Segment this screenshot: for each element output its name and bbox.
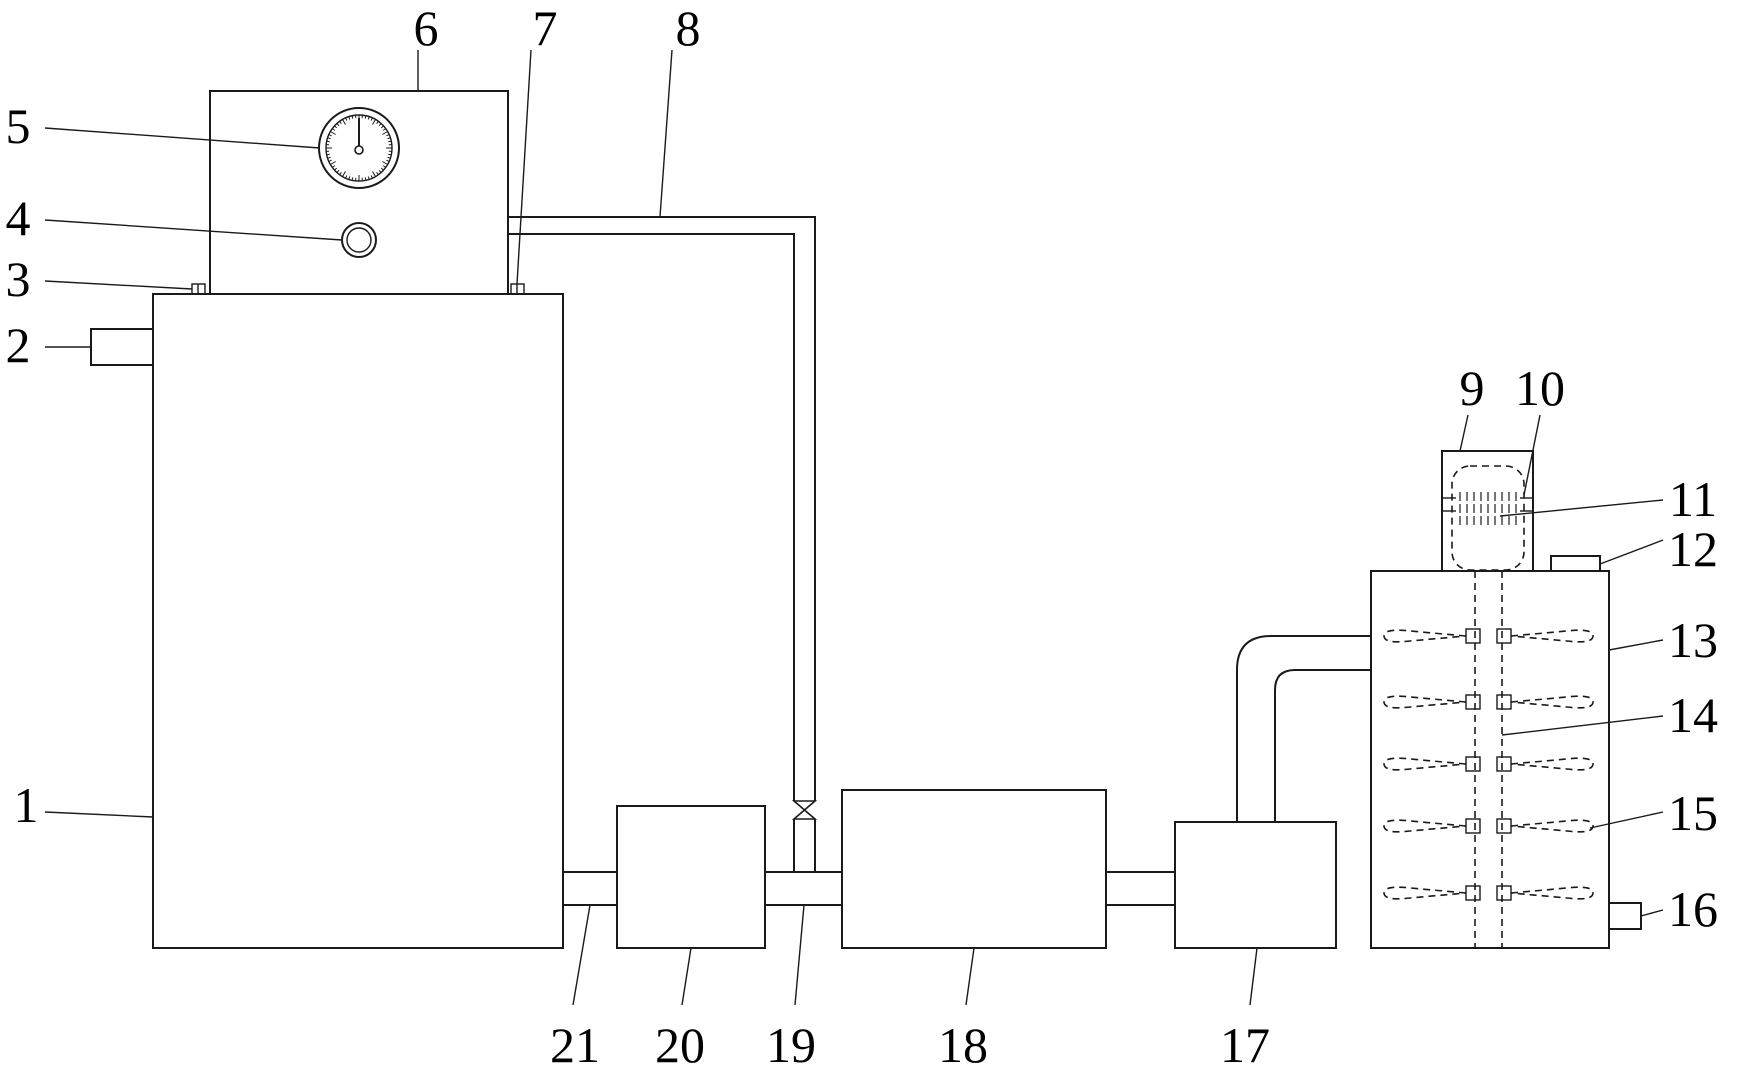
gauge-tick — [348, 176, 351, 180]
gauge-tick — [336, 169, 340, 173]
gauge-tick — [364, 115, 367, 119]
gauge-tick — [334, 125, 338, 129]
gauge-tick — [376, 171, 379, 175]
label-15: 15 — [1668, 785, 1718, 841]
gauge-tick — [388, 153, 392, 156]
gauge-tick — [376, 121, 379, 125]
side-inlet — [90, 328, 154, 366]
label-8: 8 — [676, 0, 701, 56]
gauge-tick — [386, 134, 390, 137]
blade — [1383, 885, 1594, 901]
unit-18 — [841, 789, 1107, 949]
outlet — [1608, 902, 1642, 930]
bolt-right — [510, 283, 525, 295]
mixing-tank — [1370, 570, 1610, 949]
gauge-tick — [342, 119, 346, 125]
label-5: 5 — [6, 98, 31, 154]
gauge-tick — [382, 161, 388, 165]
gauge-tick — [378, 169, 382, 173]
pipe-segment-19 — [765, 871, 842, 906]
label-7: 7 — [533, 0, 558, 56]
gauge-tick — [345, 117, 348, 121]
pressure-gauge — [318, 107, 400, 189]
unit-17 — [1174, 821, 1337, 949]
gauge-tick — [382, 165, 386, 168]
gauge-tick — [351, 115, 354, 119]
label-2: 2 — [6, 317, 31, 373]
gauge-tick — [336, 123, 340, 127]
blade — [1383, 628, 1594, 644]
gauge-tick — [386, 159, 390, 162]
stirring-blades — [1383, 628, 1594, 901]
return-pipe — [508, 216, 816, 801]
gauge-tick — [380, 167, 384, 171]
gauge-tick — [334, 167, 338, 171]
gauge-tick — [327, 137, 331, 140]
gauge-tick — [326, 153, 330, 156]
gauge-tick — [370, 117, 373, 121]
label-4: 4 — [6, 190, 31, 246]
gauge-tick — [382, 131, 388, 135]
motor — [1442, 465, 1533, 571]
gauge-tick — [345, 175, 348, 179]
main-tank — [152, 293, 564, 949]
gauge-tick — [367, 116, 370, 120]
gauge-tick — [339, 171, 342, 175]
gauge-tick — [380, 125, 384, 129]
gauge-tick — [332, 128, 336, 131]
gauge-tick — [367, 176, 370, 180]
leader-lines — [44, 49, 1664, 1006]
label-17: 17 — [1220, 1017, 1270, 1070]
gauge-tick — [328, 159, 332, 162]
gauge-tick — [328, 134, 332, 137]
blade — [1383, 694, 1594, 710]
stirring-shaft — [1474, 571, 1503, 948]
unit-20 — [616, 805, 766, 949]
top-port — [1550, 555, 1601, 572]
gauge-tick — [351, 177, 354, 181]
gauge-tick — [326, 140, 330, 143]
label-21: 21 — [550, 1017, 600, 1070]
gauge-tick — [339, 121, 342, 125]
gauge-tick — [332, 165, 336, 168]
label-9: 9 — [1460, 360, 1485, 416]
gauge-tick — [387, 137, 391, 140]
label-20: 20 — [655, 1017, 705, 1070]
gauge-tick — [364, 177, 367, 181]
gauge-tick — [330, 161, 336, 165]
gauge-tick — [387, 156, 391, 159]
pipe-segment-18-17 — [1106, 871, 1175, 906]
blade — [1383, 756, 1594, 772]
label-11: 11 — [1669, 471, 1717, 527]
label-10: 10 — [1515, 360, 1565, 416]
gauge-tick — [378, 123, 382, 127]
gauge-tick — [370, 175, 373, 179]
gauge-tick — [330, 131, 336, 135]
gauge-tick — [348, 116, 351, 120]
blade — [1383, 818, 1594, 834]
elbow-pipe — [1236, 635, 1371, 822]
label-18: 18 — [938, 1017, 988, 1070]
label-6: 6 — [414, 0, 439, 56]
bolt-left — [191, 283, 206, 295]
label-1: 1 — [14, 777, 39, 833]
pipe-segment-21 — [563, 871, 617, 906]
label-12: 12 — [1668, 521, 1718, 577]
label-19: 19 — [766, 1017, 816, 1070]
gauge-tick — [372, 171, 376, 177]
valve-icon — [791, 800, 818, 872]
gauge-tick — [372, 119, 376, 125]
gauge-tick — [382, 128, 386, 131]
gauge-tick — [327, 156, 331, 159]
label-13: 13 — [1668, 612, 1718, 668]
label-16: 16 — [1668, 881, 1718, 937]
gauge-tick — [388, 140, 392, 143]
gauge-tick — [342, 171, 346, 177]
label-14: 14 — [1668, 687, 1718, 743]
label-3: 3 — [6, 251, 31, 307]
